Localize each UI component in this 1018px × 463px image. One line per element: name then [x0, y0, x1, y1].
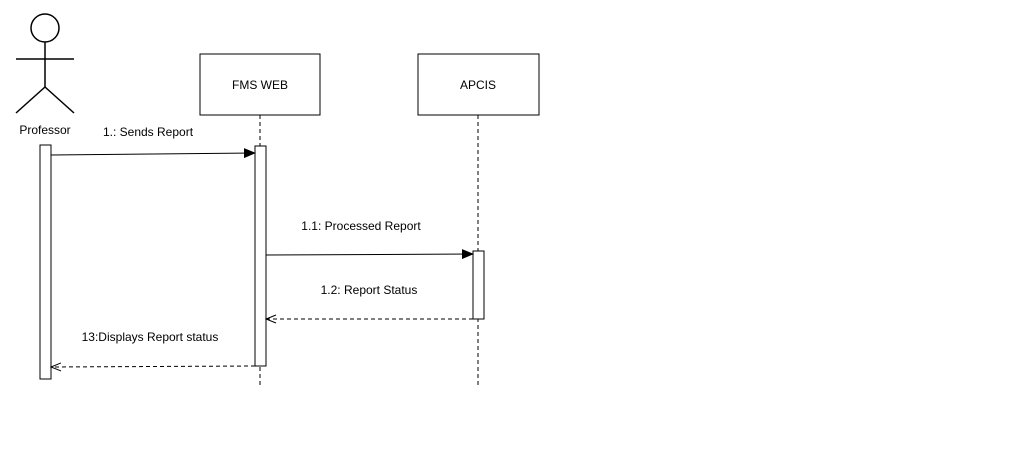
message-arrow [265, 249, 474, 260]
message-arrow [50, 148, 256, 159]
message-sends-report[interactable]: 1.: Sends Report [50, 125, 256, 159]
message-processed-report[interactable]: 1.1: Processed Report [265, 219, 474, 260]
actor-name: Professor [19, 123, 70, 137]
message-label: 1.1: Processed Report [301, 219, 421, 233]
participant-label: FMS WEB [232, 78, 288, 92]
message-label: 1.: Sends Report [103, 125, 194, 139]
participant-box [417, 53, 540, 116]
participant-fms-web[interactable]: FMS WEB [199, 53, 321, 116]
actor-left-leg [15, 86, 46, 114]
message-label: 1.2: Report Status [321, 283, 418, 297]
activation-bar-fms-web [254, 145, 267, 367]
participant-label: APCIS [460, 78, 496, 92]
message-report-status[interactable]: 1.2: Report Status [266, 283, 473, 319]
actor-head [30, 13, 60, 43]
activation-bar-professor [39, 144, 52, 380]
message-label: 13:Displays Report status [82, 330, 219, 344]
actor-professor[interactable]: Professor [15, 13, 75, 137]
participant-box [199, 53, 321, 116]
message-displays-report-status[interactable]: 13:Displays Report status [51, 330, 256, 367]
actor-right-leg [44, 86, 75, 114]
message-arrow [51, 366, 256, 367]
activation-bar-apcis [472, 250, 485, 320]
participant-apcis[interactable]: APCIS [417, 53, 540, 116]
